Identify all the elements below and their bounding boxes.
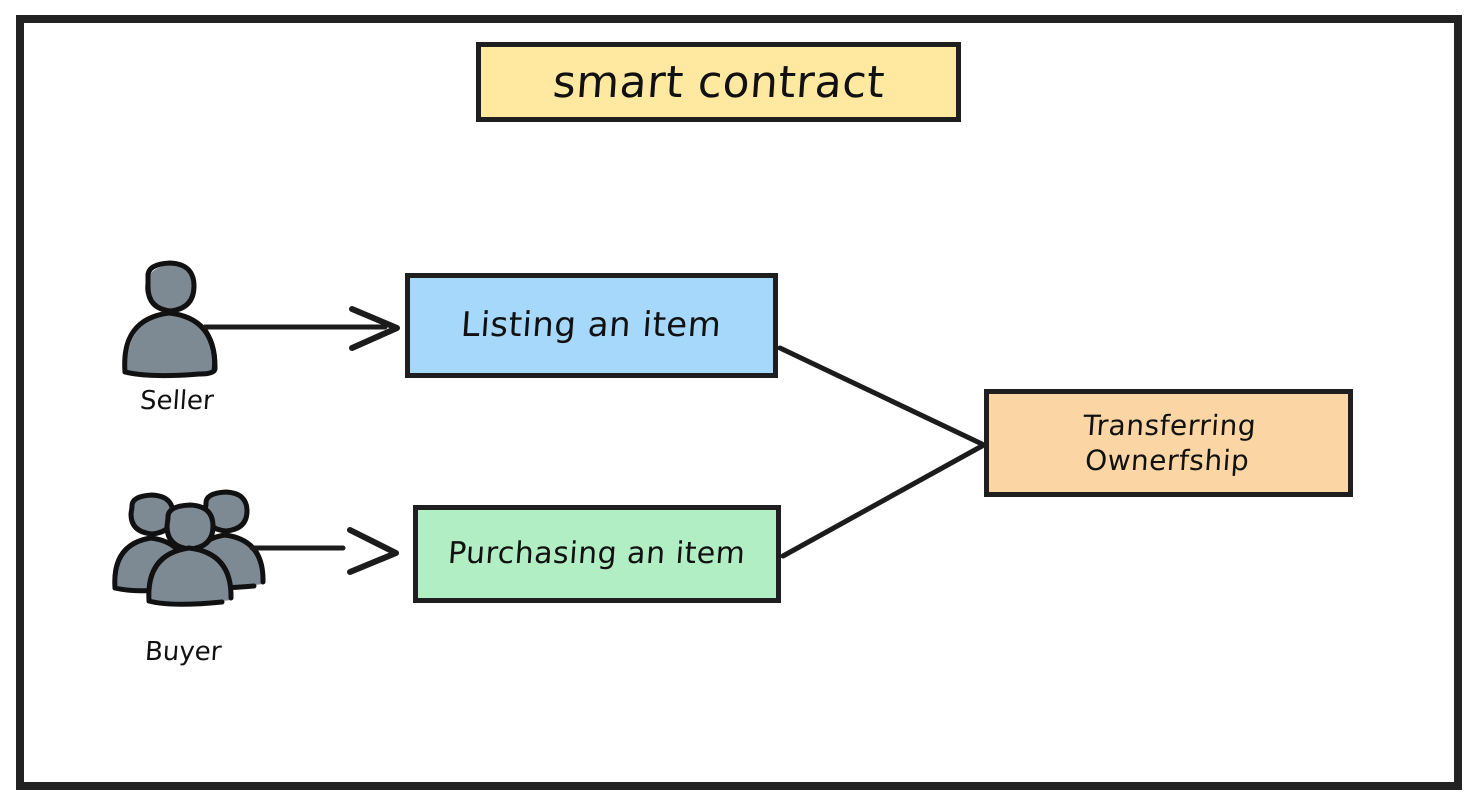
node-listing-an-item[interactable]: Listing an item: [405, 273, 778, 378]
node-purchasing-an-item[interactable]: Purchasing an item: [413, 505, 781, 603]
node-transferring-ownership[interactable]: Transferring Ownerfship: [984, 389, 1353, 497]
node-purchasing-an-item-label: Purchasing an item: [447, 536, 747, 572]
diagram-frame: [16, 15, 1462, 790]
node-transfer-line-2: Ownerfship: [1084, 444, 1251, 477]
node-transferring-ownership-label: Transferring Ownerfship: [1080, 408, 1258, 478]
node-smart-contract-label: smart contract: [550, 56, 887, 108]
node-listing-an-item-label: Listing an item: [459, 305, 724, 346]
node-smart-contract[interactable]: smart contract: [476, 42, 961, 122]
actor-label-seller: Seller: [138, 386, 215, 416]
node-transfer-line-1: Transferring: [1082, 409, 1258, 442]
actor-label-buyer: Buyer: [143, 637, 223, 667]
